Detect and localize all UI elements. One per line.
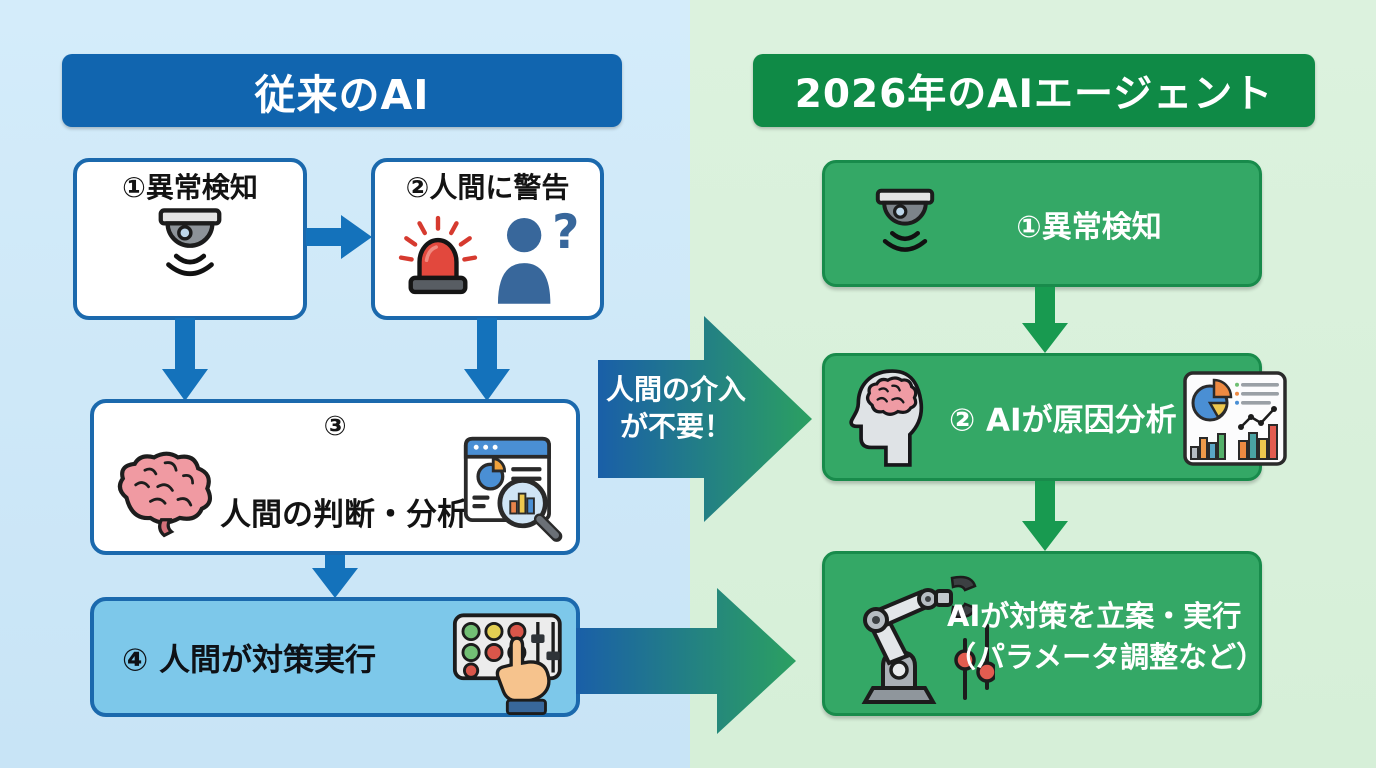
right-step3-box: AIが対策を立案・実行 （パラメータ調整など）: [822, 551, 1266, 716]
right-title-text: 2026年のAIエージェント: [794, 71, 1274, 117]
left-step3-box: ③ 人間の判断・分析: [90, 399, 580, 555]
right-step3-label-line2: （パラメータ調整など）: [947, 639, 1266, 674]
left-step3-label: 人間の判断・分析: [220, 497, 468, 533]
question-mark: ?: [552, 206, 579, 260]
dashboard-magnifier-icon: [462, 429, 568, 549]
control-panel-hand-icon: [452, 607, 576, 723]
bottom-transition-arrow: [576, 588, 796, 734]
right-panel-title: 2026年のAIエージェント: [753, 54, 1315, 127]
left-step1-box: ①異常検知: [73, 158, 307, 320]
arrow-step3-to-step4: [312, 555, 358, 598]
arrow-step1-to-step2: [306, 215, 372, 259]
brain-icon: [110, 449, 222, 545]
right-step1-label: ①異常検知: [1016, 209, 1162, 245]
siren-icon: [394, 214, 482, 300]
person-question-icon: ?: [488, 205, 582, 308]
left-step2-label: ②人間に警告: [405, 171, 570, 204]
left-step4-label: ④ 人間が対策実行: [122, 642, 377, 679]
left-panel-title: 従来のAI: [62, 54, 622, 127]
transition-arrow: [598, 316, 812, 522]
arrow-step1-to-step3: [162, 318, 208, 401]
left-step3-number: ③: [323, 411, 347, 442]
security-camera-icon: [147, 204, 233, 288]
security-camera-icon: [865, 179, 945, 269]
right-step2-label: ② AIが原因分析: [949, 402, 1177, 439]
transition-label-line1: 人間の介入: [605, 373, 746, 406]
right-step3-label-line1: AIが対策を立案・実行: [947, 599, 1242, 633]
left-step2-box: ②人間に警告: [371, 158, 604, 320]
left-step1-label: ①異常検知: [122, 171, 258, 204]
robot-arm-sliders-icon: [843, 568, 998, 712]
left-step4-box: ④ 人間が対策実行: [90, 597, 580, 717]
arrow-right-step2-to-step3: [1022, 481, 1068, 551]
head-brain-icon: [839, 366, 931, 474]
right-step1-box: ①異常検知: [822, 160, 1262, 287]
arrow-step2-to-step3: [464, 318, 510, 401]
analytics-card-icon: [1183, 371, 1289, 472]
transition-label-line2: が不要！: [619, 410, 732, 443]
left-title-text: 従来のAI: [254, 70, 430, 119]
arrow-right-step1-to-step2: [1022, 287, 1068, 353]
right-step3-label: AIが対策を立案・実行 （パラメータ調整など）: [947, 596, 1266, 677]
transition-label: 人間の介入 が不要！: [596, 371, 756, 445]
